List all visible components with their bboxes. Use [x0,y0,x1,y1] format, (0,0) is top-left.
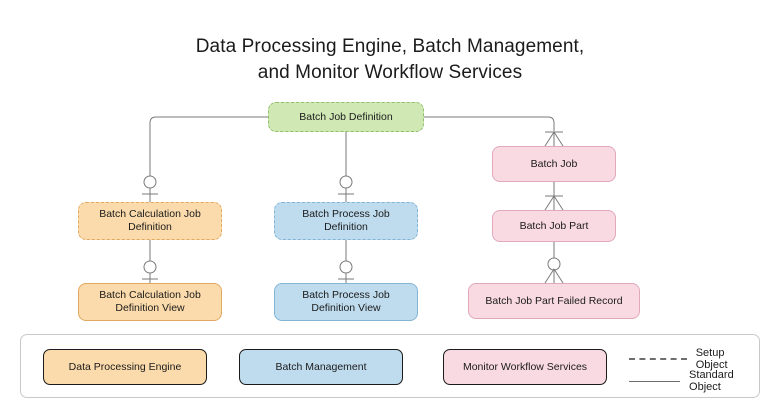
node-batch-job[interactable]: Batch Job [492,146,616,182]
dashed-line-icon [629,358,687,360]
legend-chip-batch-management[interactable]: Batch Management [239,349,403,385]
legend-panel: Data Processing Engine Batch Management … [20,334,760,398]
optional-marker-failedrecord [547,257,561,271]
wire-definition-to-calculation [149,116,268,176]
legend-key-standard-object: Standard Object [629,369,759,393]
node-batch-process-job-definition[interactable]: Batch Process Job Definition [274,202,418,240]
node-batch-calculation-job-definition[interactable]: Batch Calculation Job Definition [78,202,222,240]
wire-definition-to-batchjob [424,116,555,131]
node-batch-job-part-failed-record[interactable]: Batch Job Part Failed Record [468,283,640,319]
optional-marker-process-view [339,260,353,274]
legend-key-standard-object-label: Standard Object [689,369,734,393]
solid-line-icon [629,380,681,382]
crowsfoot-failedrecord [544,268,564,284]
crowsfoot-batchjobpart [544,195,564,211]
legend-chip-data-processing-engine[interactable]: Data Processing Engine [43,349,207,385]
legend-chip-monitor-workflow-services[interactable]: Monitor Workflow Services [443,349,607,385]
node-batch-job-definition[interactable]: Batch Job Definition [268,102,424,132]
crowsfoot-batchjob [544,131,564,147]
page-title: Data Processing Engine, Batch Management… [195,36,585,83]
node-batch-job-part[interactable]: Batch Job Part [492,210,616,242]
optional-marker-calc-view [143,260,157,274]
node-batch-calculation-job-definition-view[interactable]: Batch Calculation Job Definition View [78,283,222,321]
legend-key-setup-object: Setup Object [629,347,759,371]
legend-key-setup-object-label: Setup Object [695,347,728,371]
optional-marker-process [339,175,353,189]
optional-marker-calculation [143,175,157,189]
node-batch-process-job-definition-view[interactable]: Batch Process Job Definition View [274,283,418,321]
